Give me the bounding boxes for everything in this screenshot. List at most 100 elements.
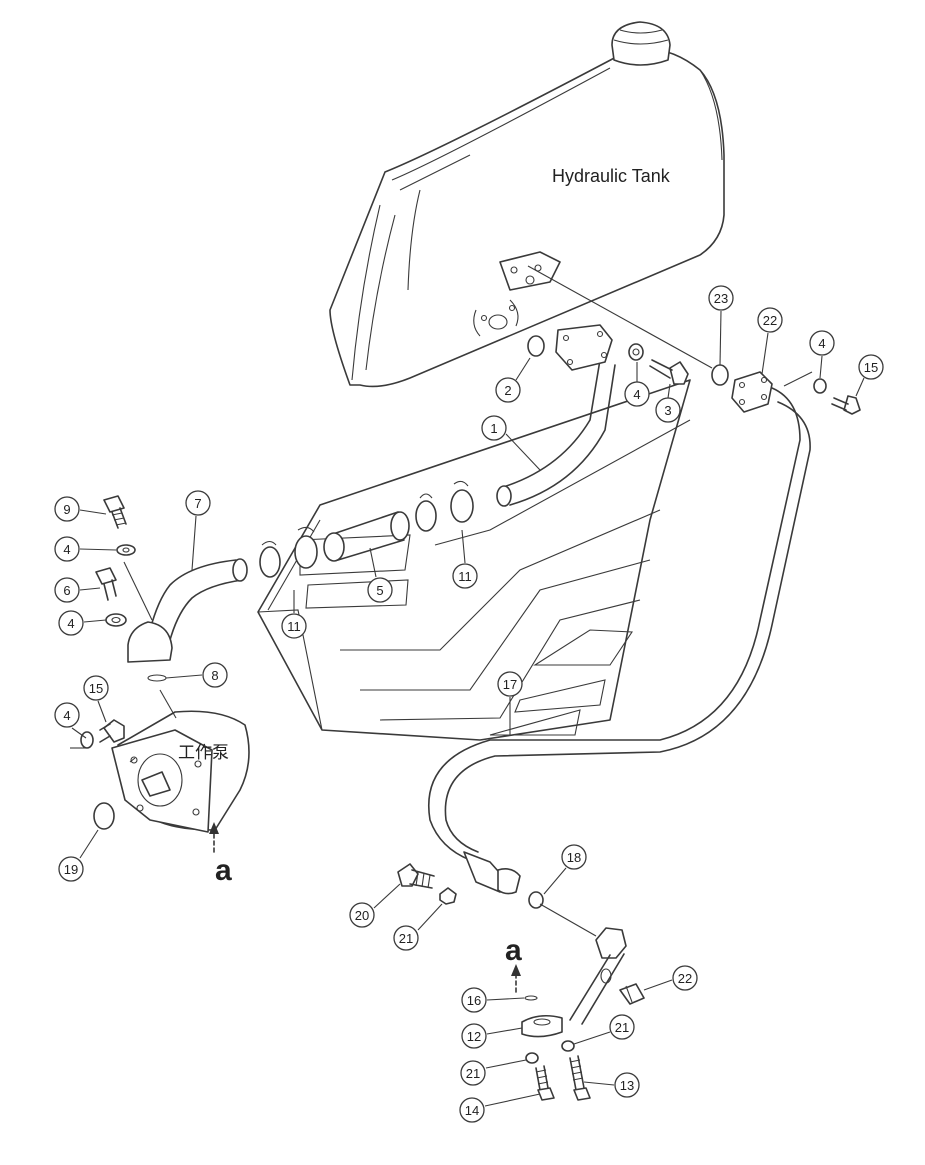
leader-c-21a xyxy=(417,903,443,931)
callout-circle xyxy=(858,354,884,380)
callout-c-4c: 4 xyxy=(54,536,80,562)
leader-c-23 xyxy=(719,310,722,366)
callout-number: 20 xyxy=(355,908,369,923)
leader-c-18 xyxy=(543,867,567,895)
callout-number: 22 xyxy=(763,313,777,328)
leader-c-5 xyxy=(369,547,377,578)
connector-line-1 xyxy=(527,265,713,369)
callout-number: 6 xyxy=(63,583,70,598)
callout-circle xyxy=(561,844,587,870)
callout-number: 12 xyxy=(467,1029,481,1044)
callout-circle xyxy=(54,577,80,603)
callout-circle xyxy=(83,675,109,701)
suction-hose-7 xyxy=(127,558,248,663)
callout-c-9: 9 xyxy=(54,496,80,522)
callout-number: 22 xyxy=(678,971,692,986)
callout-circle xyxy=(202,662,228,688)
view-arrows xyxy=(209,822,521,993)
callout-c-21c: 21 xyxy=(609,1014,635,1040)
suction-hose-1 xyxy=(496,324,616,507)
callout-c-4b: 4 xyxy=(809,330,835,356)
leader-c-21b xyxy=(485,1059,527,1069)
callout-circle xyxy=(497,671,523,697)
leader-c-14 xyxy=(484,1093,541,1107)
view-a-label-elbow: a xyxy=(505,934,522,967)
callout-number: 21 xyxy=(466,1066,480,1081)
callout-c-6: 6 xyxy=(54,577,80,603)
leader-c-20 xyxy=(373,883,401,909)
callout-number: 2 xyxy=(504,383,511,398)
callout-circle xyxy=(461,987,487,1013)
callout-c-8: 8 xyxy=(202,662,228,688)
callout-circle xyxy=(495,377,521,403)
callout-c-2: 2 xyxy=(495,377,521,403)
callout-number: 16 xyxy=(467,993,481,1008)
callout-c-21a: 21 xyxy=(393,925,419,951)
leader-c-21c xyxy=(573,1031,611,1045)
connector-line-3 xyxy=(159,689,177,719)
callout-circle xyxy=(54,536,80,562)
callout-c-12: 12 xyxy=(461,1023,487,1049)
callout-circle xyxy=(58,610,84,636)
callout-circle xyxy=(281,613,307,639)
callout-number: 21 xyxy=(399,931,413,946)
callout-c-7: 7 xyxy=(185,490,211,516)
callout-c-5: 5 xyxy=(367,577,393,603)
leader-c-4d xyxy=(83,619,107,623)
callout-number: 9 xyxy=(63,502,70,517)
connector-line-5 xyxy=(539,903,597,937)
callout-number: 19 xyxy=(64,862,78,877)
callout-number: 5 xyxy=(376,583,383,598)
callout-c-1: 1 xyxy=(481,415,507,441)
leader-c-15a xyxy=(855,377,865,397)
callout-circle xyxy=(185,490,211,516)
frame-structure xyxy=(257,379,691,741)
leader-c-16 xyxy=(486,997,525,1001)
leader-c-8 xyxy=(165,674,203,679)
callout-c-15b: 15 xyxy=(83,675,109,701)
leader-c-15b xyxy=(97,700,107,723)
callout-number: 14 xyxy=(465,1103,479,1118)
callout-number: 8 xyxy=(211,668,218,683)
hose-clamps xyxy=(259,480,474,578)
callout-circle xyxy=(655,397,681,423)
leader-c-4b xyxy=(819,355,823,379)
callout-circle xyxy=(609,1014,635,1040)
callout-c-4a: 4 xyxy=(624,381,650,407)
leader-lines xyxy=(70,265,865,1107)
callout-bubbles: 1234444456789111112131415151617181920212… xyxy=(54,285,884,1123)
callout-c-18: 18 xyxy=(561,844,587,870)
callout-c-20: 20 xyxy=(349,902,375,928)
connector-line-2 xyxy=(123,561,153,621)
callout-number: 4 xyxy=(818,336,825,351)
leader-c-7 xyxy=(191,515,197,571)
callout-circle xyxy=(809,330,835,356)
callout-c-17: 17 xyxy=(497,671,523,697)
callout-number: 1 xyxy=(490,421,497,436)
callout-circle xyxy=(367,577,393,603)
callout-circle xyxy=(349,902,375,928)
callout-c-11b: 11 xyxy=(452,563,478,589)
callout-c-14: 14 xyxy=(459,1097,485,1123)
leader-c-11b xyxy=(461,529,466,564)
callout-circle xyxy=(393,925,419,951)
callout-c-4e: 4 xyxy=(54,702,80,728)
callout-c-4d: 4 xyxy=(58,610,84,636)
callout-number: 11 xyxy=(287,619,301,634)
return-pipe xyxy=(428,364,813,895)
callout-circle xyxy=(708,285,734,311)
callout-c-11a: 11 xyxy=(281,613,307,639)
callout-circle xyxy=(624,381,650,407)
callout-circle xyxy=(452,563,478,589)
callout-circle xyxy=(460,1060,486,1086)
leader-c-9 xyxy=(79,509,107,515)
callout-c-16: 16 xyxy=(461,987,487,1013)
callout-number: 7 xyxy=(194,496,201,511)
callout-number: 23 xyxy=(714,291,728,306)
leader-c-19 xyxy=(79,829,99,859)
callout-number: 11 xyxy=(458,569,472,584)
callout-circle xyxy=(757,307,783,333)
callout-number: 4 xyxy=(67,616,74,631)
callout-number: 18 xyxy=(567,850,581,865)
